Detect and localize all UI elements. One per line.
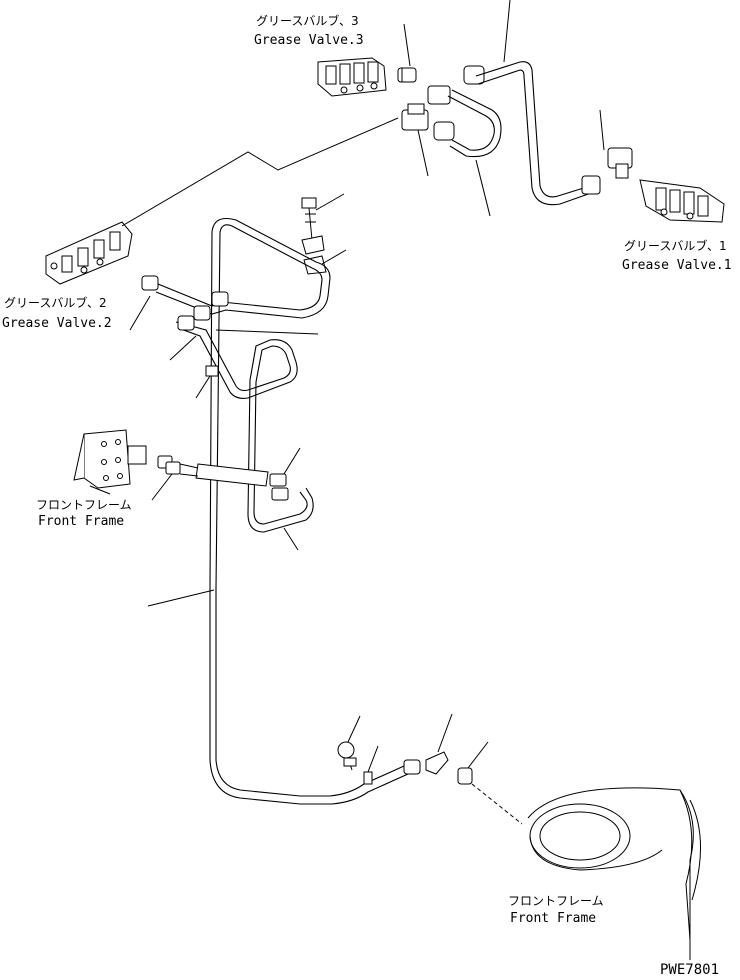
front-frame-right-label-jp: フロントフレーム bbox=[508, 894, 604, 908]
front-frame-right-label-en: Front Frame bbox=[510, 911, 596, 926]
upper-nut-fitting bbox=[427, 65, 485, 141]
main-pipe bbox=[155, 217, 331, 805]
leader-line bbox=[599, 109, 605, 151]
drawing-code: PWE7801 bbox=[660, 962, 719, 978]
grease-valve-3 bbox=[317, 57, 387, 97]
u-loop-pipe bbox=[447, 95, 495, 151]
hose-end-fittings bbox=[269, 473, 289, 501]
leader-line bbox=[151, 473, 173, 501]
hose bbox=[179, 463, 269, 487]
grease-nipple-fitting bbox=[127, 445, 181, 475]
bottom-clamp-bolt bbox=[337, 741, 357, 771]
bottom-pipe-clamp bbox=[363, 771, 373, 785]
leader-line bbox=[403, 23, 411, 67]
leader-line bbox=[367, 745, 379, 773]
grease-valve-1-label-en: Grease Valve.1 bbox=[622, 258, 732, 273]
u-loop-pipe bbox=[449, 89, 502, 158]
front-frame-boss bbox=[527, 787, 702, 960]
pipe-to-valve-1 bbox=[477, 69, 595, 206]
leader-line bbox=[475, 159, 491, 217]
grease-valve-3-fitting bbox=[397, 67, 417, 83]
clamp-bolt bbox=[301, 197, 317, 241]
leader-line bbox=[283, 527, 299, 551]
branch-pipe bbox=[175, 321, 308, 525]
leader-line bbox=[321, 249, 347, 265]
leader-line bbox=[129, 295, 151, 331]
front-frame-bracket bbox=[73, 429, 131, 489]
upper-elbow-fitting bbox=[401, 103, 429, 131]
pipe-clamp bbox=[301, 235, 327, 275]
grease-valve-3-label-jp: グリースバルブ、3 bbox=[256, 13, 359, 28]
small-clamp bbox=[205, 365, 219, 377]
leader-line bbox=[315, 193, 345, 211]
grease-valve-1 bbox=[639, 179, 725, 223]
grease-valve-1-label-jp: グリースバルブ、1 bbox=[624, 238, 727, 253]
lower-pipe bbox=[300, 773, 409, 805]
leader-line bbox=[169, 335, 197, 361]
bottom-grease-nipple bbox=[457, 767, 473, 785]
branch-fittings bbox=[177, 291, 229, 331]
leader-line bbox=[417, 129, 429, 177]
leader-line bbox=[437, 713, 453, 753]
bottom-elbow-fitting bbox=[425, 751, 449, 775]
grease-valve-2-label-en: Grease Valve.2 bbox=[2, 316, 112, 331]
grease-valve-3-label-en: Grease Valve.3 bbox=[254, 33, 364, 48]
lower-pipe bbox=[300, 765, 405, 797]
leader-line bbox=[503, 0, 511, 63]
valve-1-pipe-nut bbox=[581, 175, 601, 195]
pipe-to-valve-1 bbox=[475, 61, 591, 198]
grease-valve-1-fitting bbox=[607, 147, 633, 179]
grease-valve-2-label-jp: グリースバルブ、2 bbox=[4, 295, 107, 310]
grease-valve-2-fitting bbox=[141, 275, 159, 291]
grease-valve-2 bbox=[45, 221, 133, 285]
front-frame-left-label-jp: フロントフレーム bbox=[36, 498, 132, 512]
leader-line bbox=[347, 715, 361, 743]
leader-line bbox=[283, 447, 301, 475]
dashed-guide-line bbox=[471, 783, 523, 825]
main-pipe bbox=[157, 224, 323, 797]
branch-pipe bbox=[177, 327, 314, 533]
leader-line bbox=[195, 375, 211, 399]
leader-line bbox=[147, 589, 215, 607]
leader-line bbox=[467, 741, 489, 769]
reference-line bbox=[215, 329, 319, 335]
reference-line bbox=[121, 117, 399, 227]
bottom-pipe-nut bbox=[403, 759, 421, 775]
front-frame-left-label-en: Front Frame bbox=[38, 514, 124, 529]
reference-line bbox=[89, 485, 111, 495]
